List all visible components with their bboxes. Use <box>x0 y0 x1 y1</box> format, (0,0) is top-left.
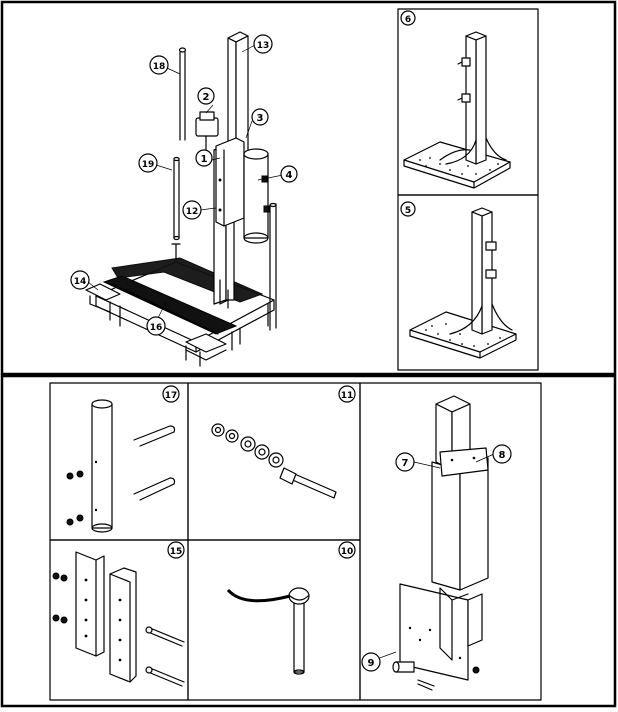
main-assembly <box>85 31 284 367</box>
callout-5: 5 <box>400 201 416 217</box>
callout-9-label: 9 <box>368 658 375 669</box>
cylinder-tank <box>243 148 270 244</box>
callout-10-label: 10 <box>341 547 354 557</box>
side-rail-left <box>85 283 121 301</box>
callout-1-label: 1 <box>201 154 208 165</box>
kit-17-drawing <box>66 399 176 533</box>
callout-19: 19 <box>138 153 158 173</box>
callout-1: 1 <box>195 149 213 167</box>
callout-13-label: 13 <box>257 41 270 51</box>
callout-14-label: 14 <box>74 277 87 287</box>
loose-rods <box>173 47 187 241</box>
kit-15-drawing <box>52 551 185 687</box>
pedestal-5-drawing <box>409 207 517 359</box>
ramp-tread-front <box>102 275 238 335</box>
callouts: 1 2 3 4 13 18 19 12 14 16 6 5 17 11 15 1… <box>70 10 512 672</box>
callout-12-label: 12 <box>186 207 199 217</box>
callout-4-label: 4 <box>286 170 293 181</box>
kit-10-drawing <box>226 587 310 675</box>
callout-7: 7 <box>395 452 415 472</box>
callout-17-label: 17 <box>165 391 178 401</box>
callout-13: 13 <box>253 34 273 54</box>
callout-8-label: 8 <box>499 450 506 461</box>
callout-15-label: 15 <box>170 547 183 557</box>
panel-frames-top-right <box>397 8 539 371</box>
callout-9: 9 <box>361 652 381 672</box>
callout-10: 10 <box>338 541 356 559</box>
callout-5-label: 5 <box>405 206 411 216</box>
leader-lines-main <box>87 44 284 319</box>
callout-14: 14 <box>70 270 90 290</box>
callout-6-label: 6 <box>405 15 411 25</box>
callout-2-label: 2 <box>203 92 210 103</box>
winch-motor <box>195 111 219 151</box>
callout-11-label: 11 <box>341 391 354 401</box>
panel-frames-bottom <box>49 382 542 701</box>
mast-detail-drawing <box>373 395 495 691</box>
mast-uprights <box>213 31 249 309</box>
callout-3-label: 3 <box>257 113 264 124</box>
callout-7-label: 7 <box>402 458 409 469</box>
callout-11: 11 <box>338 385 356 403</box>
callout-16-label: 16 <box>150 323 163 333</box>
kit-11-drawing <box>211 423 337 499</box>
callout-18: 18 <box>149 55 169 75</box>
callout-16: 16 <box>146 316 166 336</box>
callout-8: 8 <box>492 444 512 464</box>
callout-12: 12 <box>182 200 202 220</box>
callout-4: 4 <box>280 165 298 183</box>
callout-19-label: 19 <box>142 160 155 170</box>
pedestal-6-drawing <box>403 31 511 189</box>
callout-3: 3 <box>251 108 269 126</box>
callout-6: 6 <box>400 10 416 26</box>
callout-15: 15 <box>167 541 185 559</box>
callout-17: 17 <box>162 385 180 403</box>
callout-18-label: 18 <box>153 62 166 72</box>
callout-2: 2 <box>197 87 215 105</box>
